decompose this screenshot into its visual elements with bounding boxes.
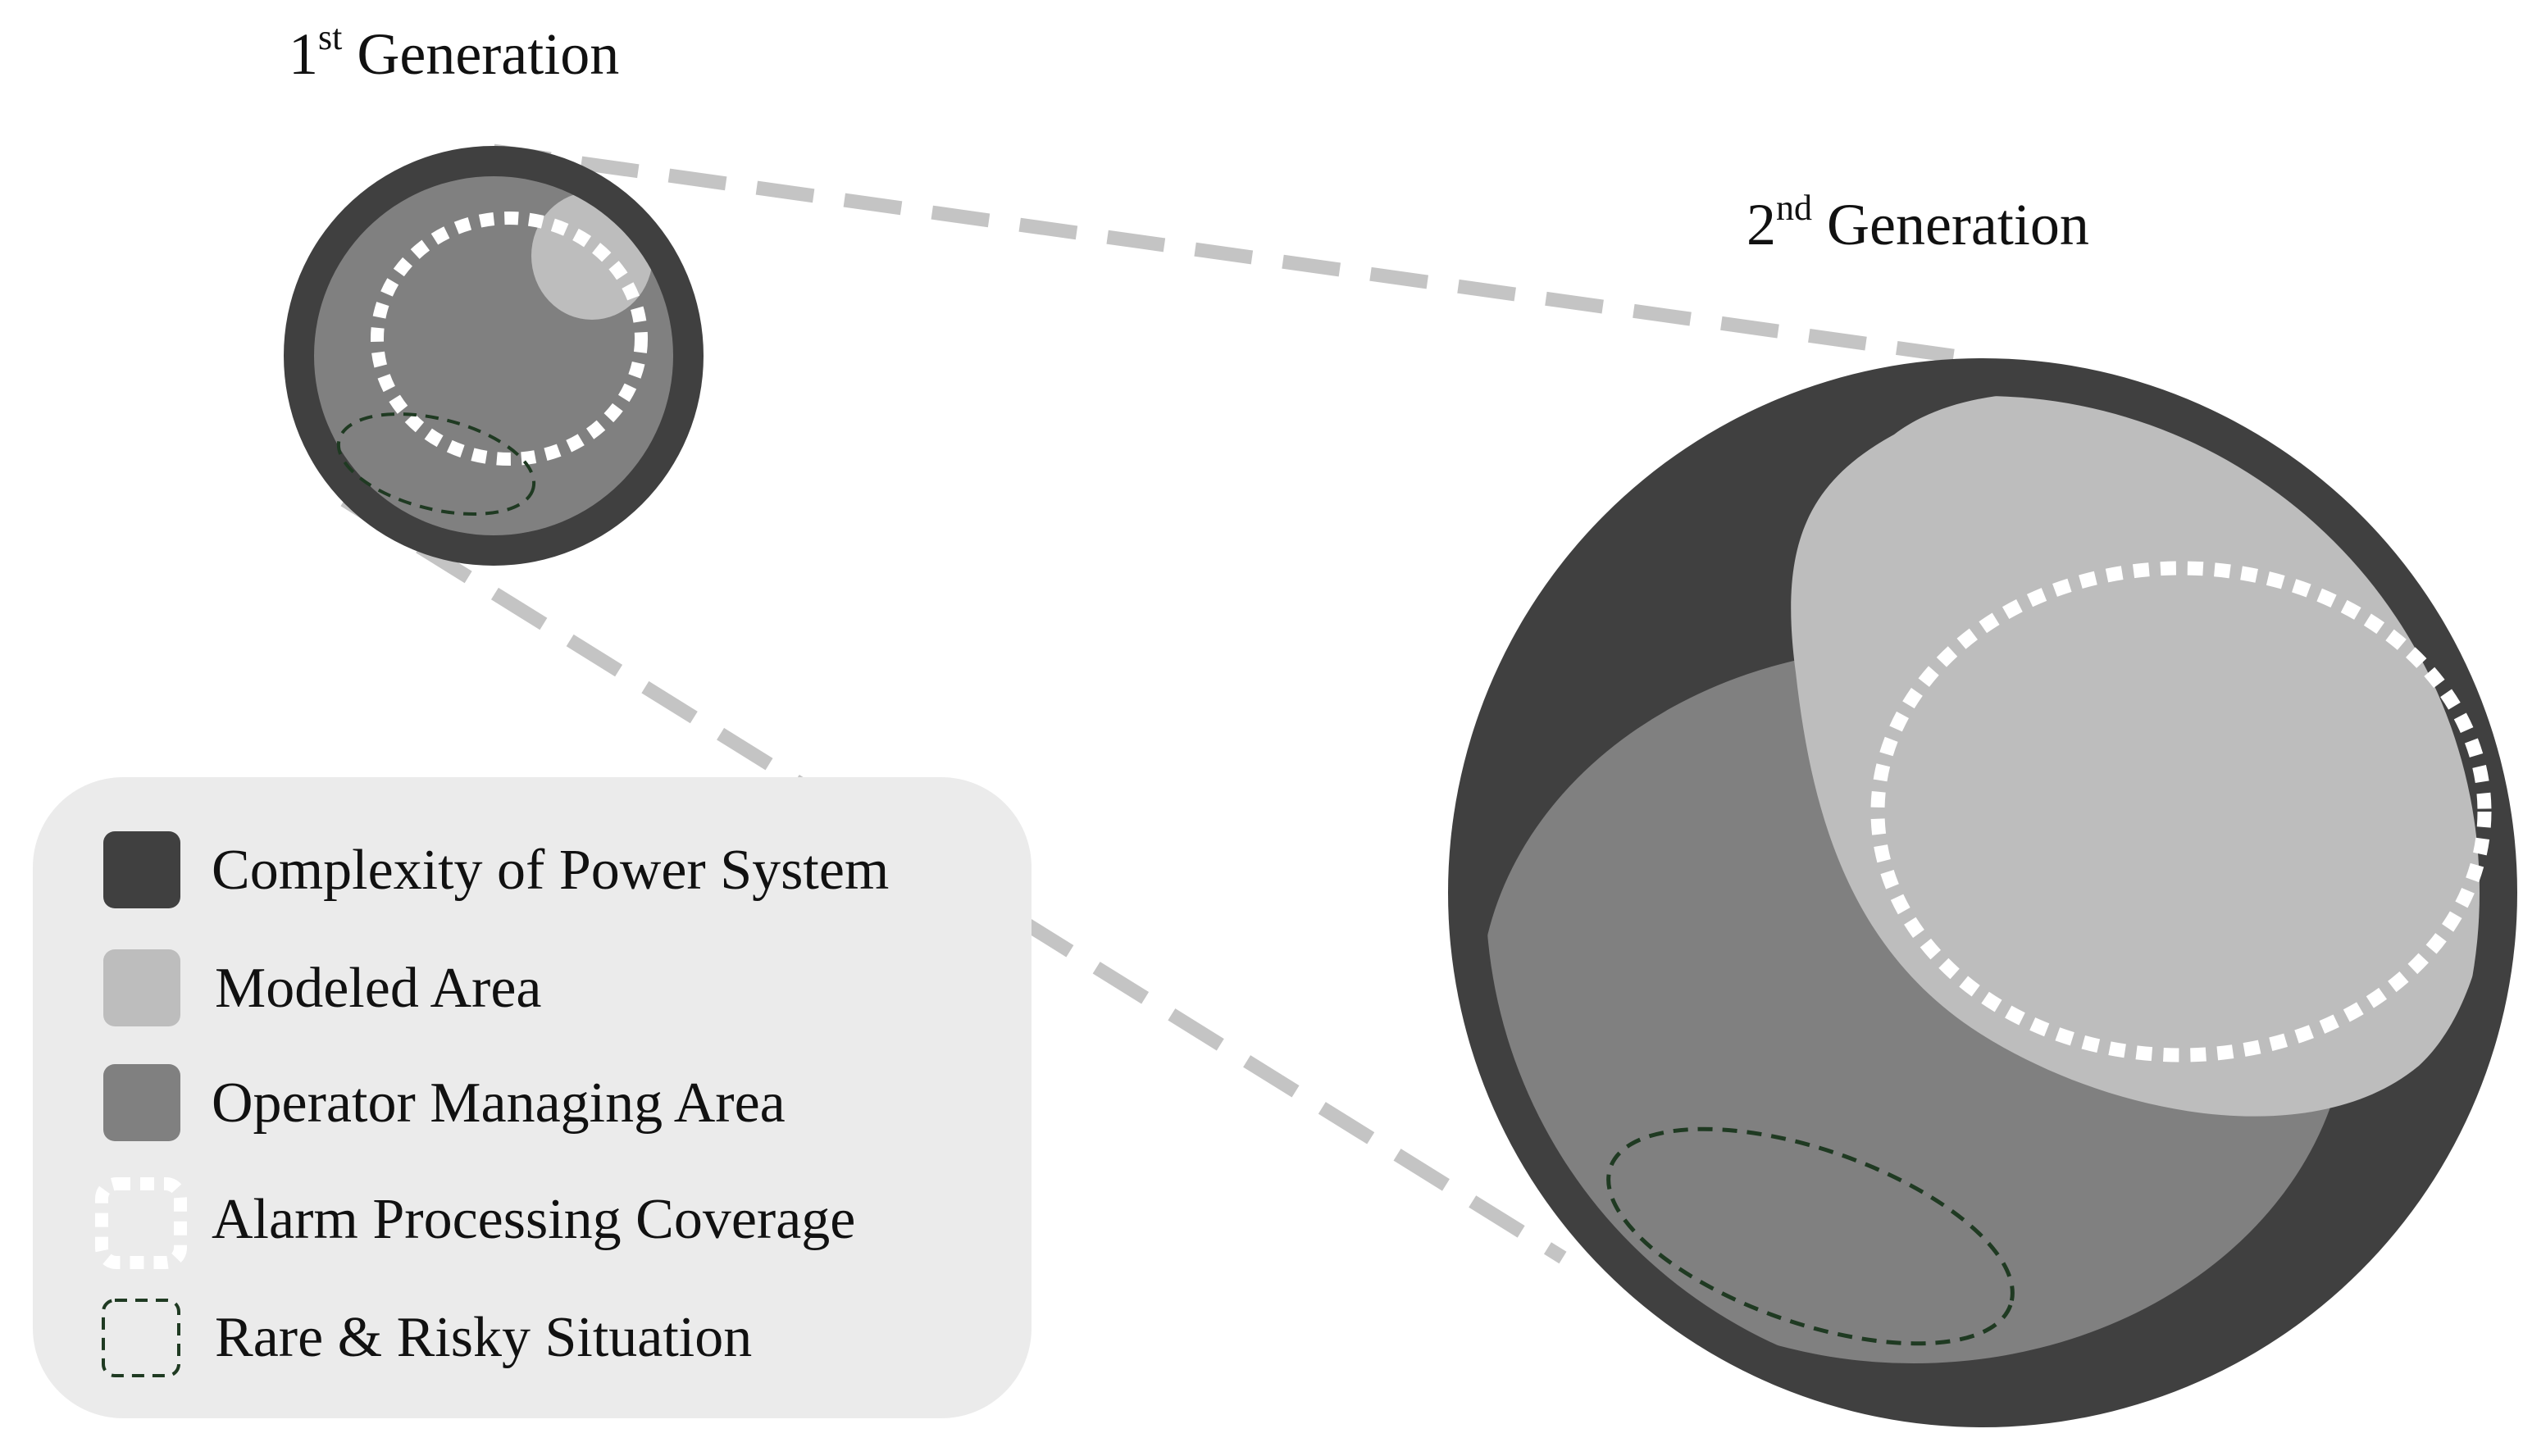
medium-fill-icon xyxy=(103,1064,180,1141)
legend-label-operator: Operator Managing Area xyxy=(212,1072,786,1135)
legend-box xyxy=(33,777,1032,1418)
first-generation-number: 1 xyxy=(289,21,318,87)
first-generation-title: 1st Generation xyxy=(289,17,619,87)
legend-label-complexity: Complexity of Power System xyxy=(212,839,889,902)
connector-top-line xyxy=(492,143,1978,366)
alarm-coverage-small xyxy=(371,212,648,466)
first-generation-circle xyxy=(284,146,704,566)
first-generation-word: Generation xyxy=(342,21,619,87)
second-generation-word: Generation xyxy=(1812,192,2089,257)
legend-label-risky: Rare & Risky Situation xyxy=(215,1306,752,1369)
alarm-coverage-large xyxy=(1870,561,2492,1062)
second-generation-number: 2 xyxy=(1747,192,1776,257)
white-dotted-outline-icon xyxy=(95,1177,187,1269)
risky-situation-small xyxy=(336,412,536,516)
second-generation-title: 2nd Generation xyxy=(1747,188,2089,257)
second-generation-suffix: nd xyxy=(1776,188,1812,228)
legend: Complexity of Power System Modeled Area … xyxy=(33,777,1032,1418)
light-fill-icon xyxy=(103,949,180,1026)
legend-label-alarm: Alarm Processing Coverage xyxy=(212,1188,855,1251)
dark-fill-icon xyxy=(103,831,180,908)
risky-situation-large xyxy=(1606,1126,2015,1346)
second-generation-circle xyxy=(1448,358,2517,1427)
legend-label-modeled: Modeled Area xyxy=(215,957,541,1020)
modeled-area-large xyxy=(1791,396,2480,1117)
first-generation-suffix: st xyxy=(318,17,342,57)
green-dashed-outline-icon xyxy=(102,1299,180,1377)
